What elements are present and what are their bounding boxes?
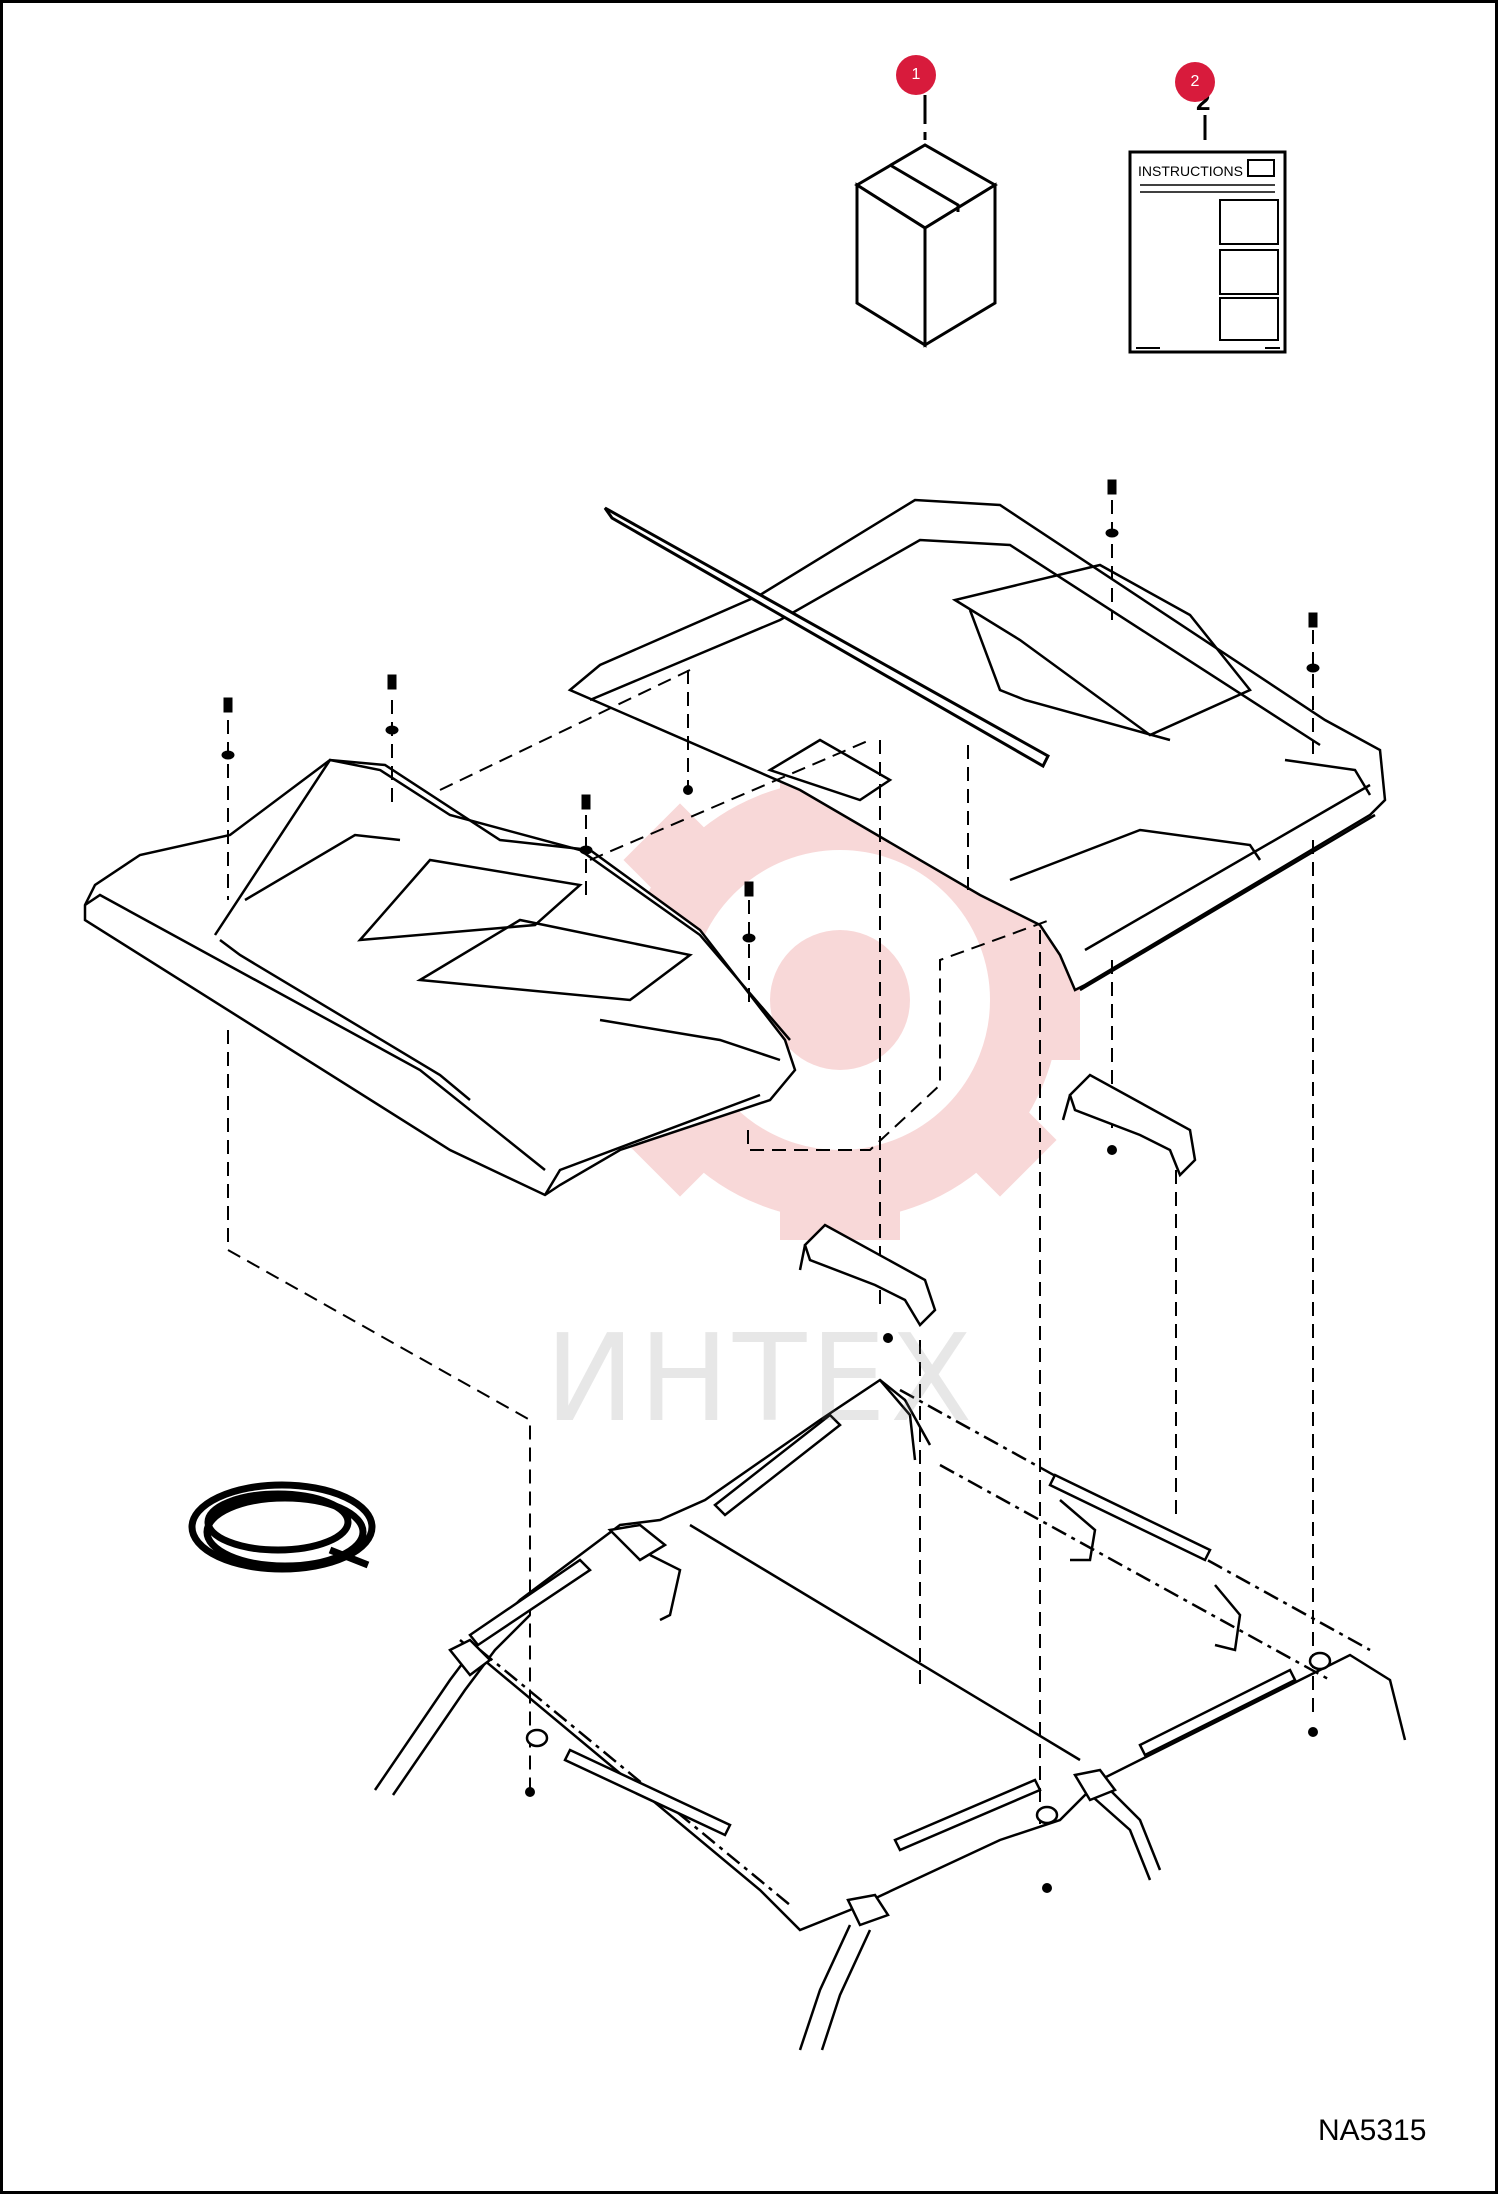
front-roof-panel <box>83 758 797 1197</box>
fastener-6 <box>1306 612 1320 673</box>
frame-joints <box>448 1523 1332 1927</box>
alignment-dots <box>525 785 1318 1893</box>
rear-roof-panel <box>567 498 1387 992</box>
mounting-bracket-rear <box>1061 1073 1197 1178</box>
fastener-stacks <box>221 479 1320 943</box>
box-kit-drawing <box>854 110 998 348</box>
crossbar-strip <box>603 506 1050 769</box>
coiled-seal-hose <box>188 1481 376 1573</box>
instructions-sheet-drawing: INSTRUCTIONS 2 <box>1128 86 1287 354</box>
roll-cage-frame <box>373 1378 1407 2051</box>
watermark-text: ИНТЕХ <box>545 1310 977 1449</box>
instructions-title: INSTRUCTIONS <box>1138 163 1243 179</box>
document-number: NA5315 <box>1318 2114 1427 2147</box>
frame-weather-strips <box>468 1413 1297 1852</box>
callout-1[interactable]: 1 <box>896 55 936 95</box>
callout-2[interactable]: 2 <box>1175 62 1215 102</box>
mounting-bracket-front <box>798 1223 937 1328</box>
